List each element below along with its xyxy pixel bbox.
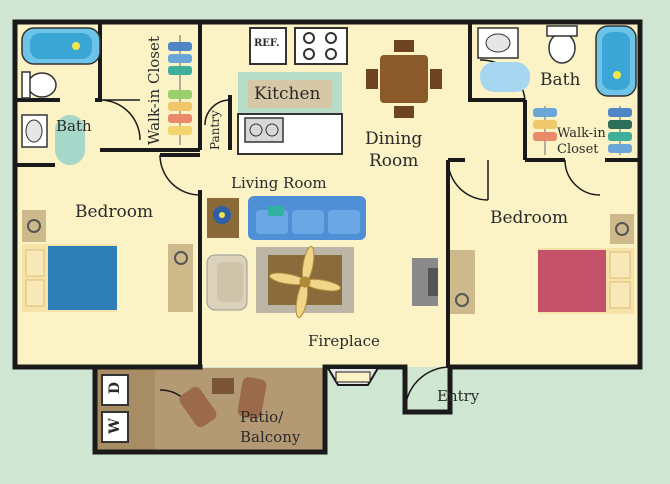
door-entry (404, 366, 451, 413)
bath-mat-right (480, 62, 530, 92)
stove-burners (303, 32, 337, 60)
label-bath-left: Bath (56, 117, 92, 135)
dining-chair-left (366, 69, 378, 89)
dining-table (380, 55, 428, 103)
dining-chair-right (430, 69, 442, 89)
toilet-right-tank (546, 25, 578, 37)
toilet-right (548, 32, 576, 64)
dining-chair-top (394, 40, 414, 52)
outer-wall (12, 19, 643, 370)
door-bath-left (99, 99, 141, 141)
wall-right-column (468, 22, 525, 102)
door-pantry (204, 99, 231, 126)
label-bedroom-right: Bedroom (490, 208, 569, 228)
label-pantry: Pantry (208, 110, 222, 150)
lamp-right-1 (455, 293, 469, 307)
sofa-pillow (268, 206, 284, 216)
fireplace-hearth (335, 371, 371, 383)
sink-left-basin (25, 119, 43, 143)
sofa-seat-2 (292, 210, 324, 234)
label-dining-room: Dining Room (365, 129, 423, 171)
sink-drain-1 (249, 123, 263, 137)
label-dryer: D (107, 381, 124, 395)
duck-icon (72, 42, 80, 50)
bed-left-blanket (48, 246, 117, 310)
armchair-seat (217, 262, 243, 302)
nightstand-left-1 (22, 210, 46, 242)
label-refrigerator: REF. (254, 38, 280, 49)
patio-table (212, 378, 234, 394)
refrigerator (249, 27, 287, 65)
sink-right-basin (485, 33, 511, 53)
bathtub-right-inner (602, 32, 630, 90)
bed-left-pillow-2 (25, 279, 45, 307)
toilet-left-tank (21, 71, 31, 99)
sink-drain-2 (265, 123, 279, 137)
bed-right-blanket (538, 250, 606, 312)
duck-right-icon (613, 71, 621, 79)
patio-chair-2 (237, 377, 267, 419)
label-walkin-left: Walk-in Closet (145, 36, 163, 145)
bed-right-pillow-2 (609, 281, 631, 309)
label-bedroom-left: Bedroom (75, 202, 154, 222)
label-fireplace: Fireplace (308, 332, 380, 350)
dining-chair-bottom (394, 106, 414, 118)
bed-left-pillow-1 (25, 249, 45, 277)
washer (101, 411, 129, 443)
label-walkin-right: Walk-in Closet (557, 126, 606, 157)
toilet-left (27, 72, 57, 98)
lamp-left-1 (27, 219, 41, 233)
label-patio-balcony: Patio/ Balcony (240, 408, 301, 446)
tv-screen (428, 268, 438, 296)
closet-left-clothes (168, 35, 192, 145)
label-bath-right: Bath (540, 70, 581, 90)
outer-wall-left (12, 19, 203, 370)
closet-right-clothes (533, 106, 632, 155)
stove (294, 27, 348, 65)
dresser-right (450, 250, 475, 314)
label-living-room: Living Room (231, 174, 327, 192)
lamp-left-2 (174, 251, 188, 265)
bathtub-left-inner (30, 33, 92, 59)
label-washer: W (106, 418, 123, 434)
patio-chair-1 (179, 386, 217, 428)
bed-right-pillow-1 (609, 251, 631, 279)
label-kitchen: Kitchen (254, 84, 321, 104)
door-bedroom-right (447, 159, 489, 201)
dresser-left (168, 244, 193, 312)
door-closet-right (564, 159, 601, 196)
kitchen-label-panel (248, 80, 332, 108)
bath-mat-left (55, 115, 85, 165)
lamp-center (219, 212, 225, 218)
dryer (101, 374, 129, 406)
label-entry: Entry (437, 387, 480, 405)
kitchen-sink (244, 117, 284, 143)
patio-wall (92, 364, 328, 455)
lamp-right-2 (615, 222, 629, 236)
ceiling-fan-icon (269, 246, 341, 318)
door-living-left (159, 154, 201, 196)
sofa-seat-3 (328, 210, 360, 234)
nightstand-right (610, 214, 634, 244)
